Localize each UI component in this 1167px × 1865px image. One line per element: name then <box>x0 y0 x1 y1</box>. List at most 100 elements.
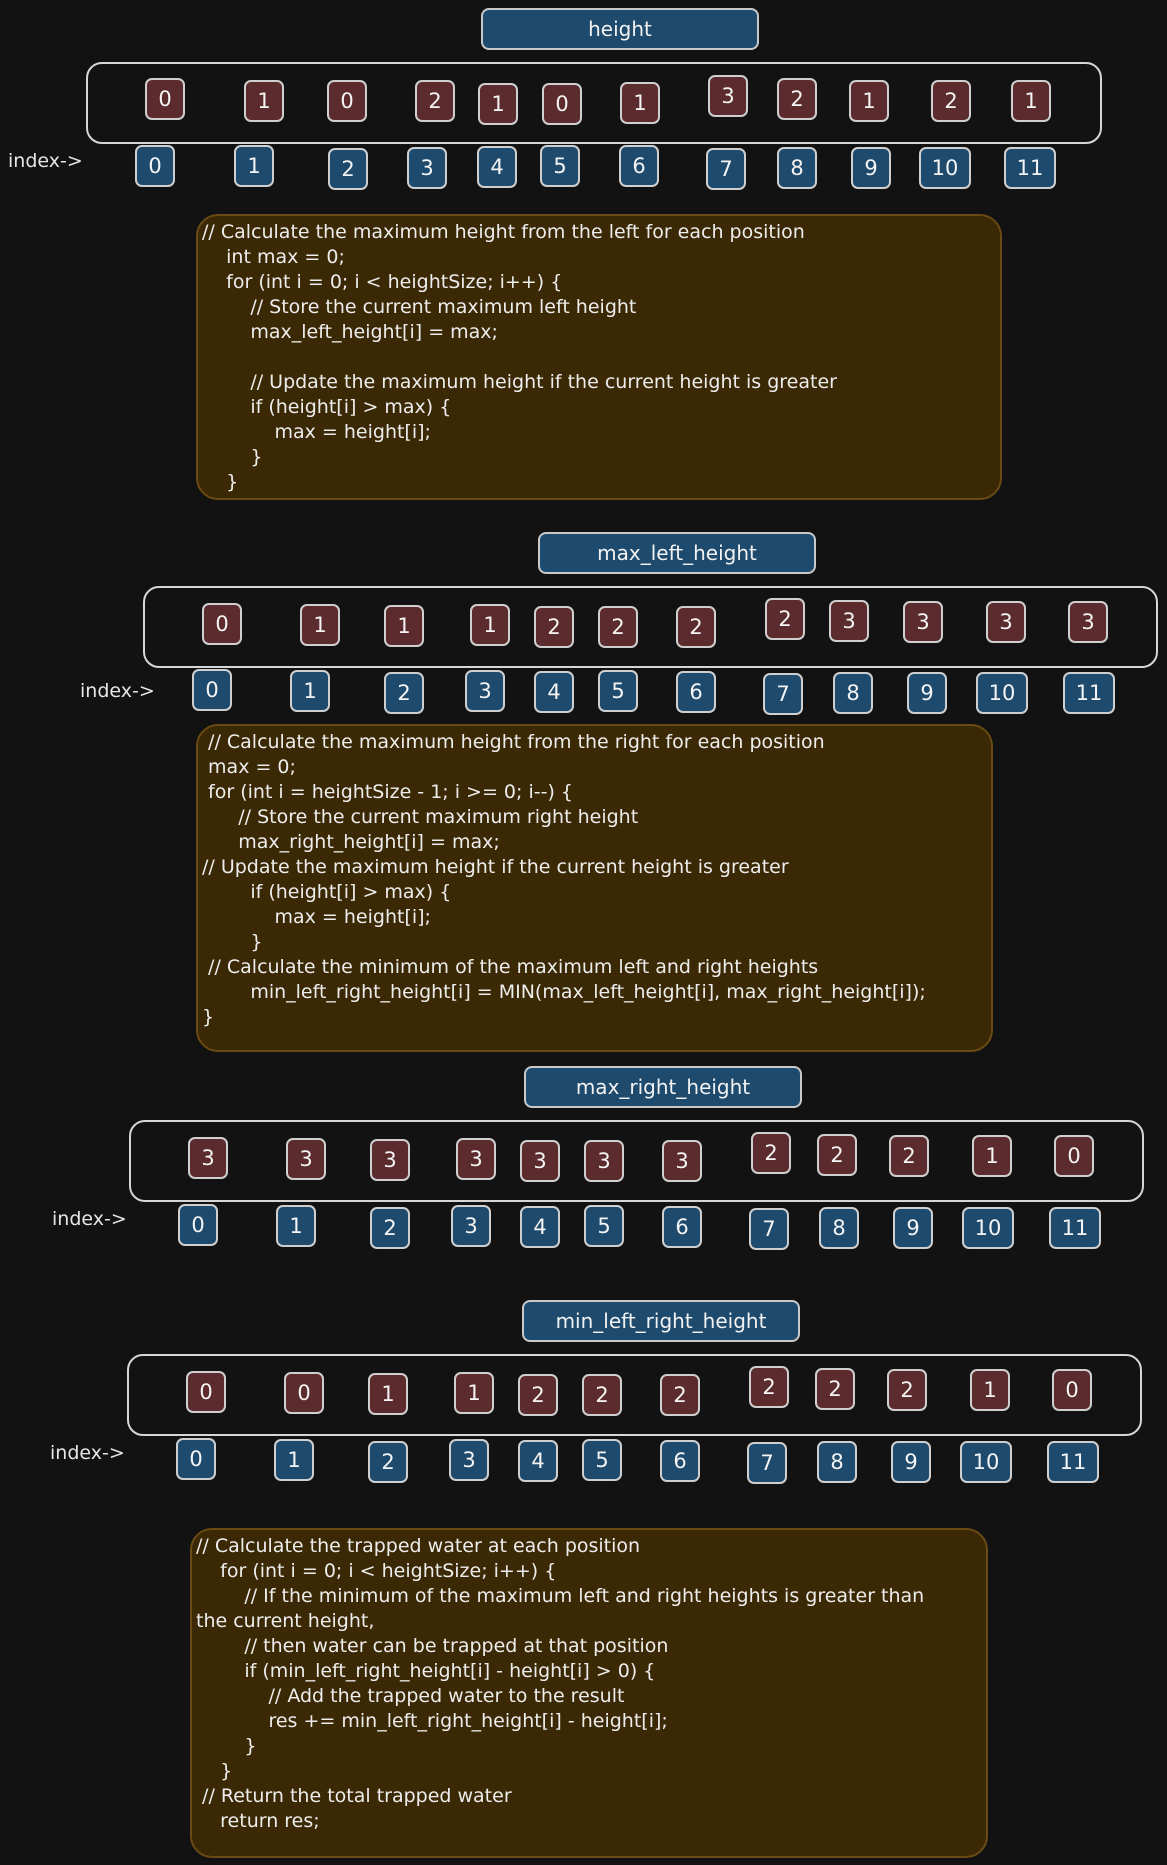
code-line: // Calculate the trapped water at each p… <box>196 1535 641 1557</box>
value-cell: 3 <box>286 1138 326 1180</box>
value-cell: 2 <box>889 1135 929 1177</box>
value-cell: 1 <box>470 604 510 646</box>
height-values-frame <box>86 62 1102 144</box>
max-left-height-values-frame <box>143 586 1158 668</box>
index-cell: 6 <box>660 1440 700 1482</box>
index-cell: 1 <box>290 670 330 712</box>
code-line: max_left_height[i] = max; <box>202 321 498 343</box>
value-cell: 1 <box>620 82 660 124</box>
index-cell: 6 <box>662 1206 702 1248</box>
index-cell: 9 <box>891 1441 931 1483</box>
index-cell: 6 <box>619 145 659 187</box>
value-cell: 1 <box>1011 80 1051 122</box>
array-title-text: height <box>588 17 652 41</box>
code-line: max = 0; <box>202 756 296 778</box>
code-line: min_left_right_height[i] = MIN(max_left_… <box>202 981 926 1003</box>
value-cell: 3 <box>708 75 748 117</box>
index-cell: 9 <box>907 672 947 714</box>
min-left-right-height-values-frame <box>127 1354 1142 1436</box>
index-cell: 1 <box>276 1205 316 1247</box>
code-line: if (height[i] > max) { <box>202 881 452 903</box>
value-cell: 1 <box>384 605 424 647</box>
array-title-text: max_left_height <box>597 541 757 565</box>
value-cell: 2 <box>751 1132 791 1174</box>
code-line: res += min_left_right_height[i] - height… <box>196 1710 668 1732</box>
code-line: return res; <box>196 1810 320 1832</box>
value-cell: 2 <box>765 598 805 640</box>
value-cell: 2 <box>415 80 455 122</box>
index-cell: 10 <box>962 1207 1014 1249</box>
code-line: // Store the current maximum left height <box>202 296 637 318</box>
index-cell: 11 <box>1004 147 1056 189</box>
index-cell: 5 <box>598 670 638 712</box>
array-title-text: min_left_right_height <box>555 1309 767 1333</box>
index-cell: 7 <box>763 673 803 715</box>
value-cell: 0 <box>202 603 242 645</box>
code-line: max = height[i]; <box>202 906 431 928</box>
value-cell: 3 <box>829 600 869 642</box>
value-cell: 0 <box>327 80 367 122</box>
index-cell: 8 <box>819 1207 859 1249</box>
index-cell: 8 <box>817 1441 857 1483</box>
code-line: if (height[i] > max) { <box>202 396 452 418</box>
index-cell: 8 <box>777 147 817 189</box>
code-line: the current height, <box>196 1610 375 1632</box>
code-line: } <box>202 471 239 493</box>
index-cell: 10 <box>976 672 1028 714</box>
value-cell: 2 <box>534 606 574 648</box>
index-cell: 4 <box>518 1440 558 1482</box>
index-cell: 3 <box>407 147 447 189</box>
index-cell: 11 <box>1047 1441 1099 1483</box>
code-line: } <box>196 1760 233 1782</box>
height-title: height <box>481 8 759 50</box>
code-line: for (int i = 0; i < heightSize; i++) { <box>202 271 563 293</box>
min-left-right-height-title: min_left_right_height <box>522 1300 800 1342</box>
code-line: // Return the total trapped water <box>196 1785 512 1807</box>
code-line: for (int i = heightSize - 1; i >= 0; i--… <box>202 781 573 803</box>
code-block-max-right: // Calculate the maximum height from the… <box>196 724 993 1052</box>
index-cell: 11 <box>1049 1207 1101 1249</box>
index-cell: 9 <box>851 147 891 189</box>
value-cell: 1 <box>478 83 518 125</box>
array-title-text: max_right_height <box>575 1075 751 1099</box>
value-cell: 2 <box>815 1368 855 1410</box>
code-line: // Update the maximum height if the curr… <box>202 371 837 393</box>
index-cell: 7 <box>706 148 746 190</box>
max-left-height-title: max_left_height <box>538 532 816 574</box>
value-cell: 3 <box>584 1140 624 1182</box>
value-cell: 2 <box>676 606 716 648</box>
value-cell: 0 <box>284 1372 324 1414</box>
index-cell: 2 <box>370 1207 410 1249</box>
index-cell: 1 <box>234 145 274 187</box>
code-line: if (min_left_right_height[i] - height[i]… <box>196 1660 656 1682</box>
index-cell: 11 <box>1063 672 1115 714</box>
value-cell: 3 <box>1068 601 1108 643</box>
code-line: // Calculate the maximum height from the… <box>202 221 805 243</box>
index-cell: 1 <box>274 1439 314 1481</box>
value-cell: 1 <box>849 80 889 122</box>
index-cell: 0 <box>192 669 232 711</box>
value-cell: 2 <box>518 1374 558 1416</box>
index-cell: 3 <box>451 1205 491 1247</box>
code-line: max_right_height[i] = max; <box>202 831 500 853</box>
code-line: // Add the trapped water to the result <box>196 1685 625 1707</box>
index-cell: 2 <box>384 672 424 714</box>
index-cell: 0 <box>178 1204 218 1246</box>
index-cell: 5 <box>540 145 580 187</box>
value-cell: 2 <box>817 1134 857 1176</box>
value-cell: 1 <box>454 1372 494 1414</box>
index-cell: 7 <box>749 1208 789 1250</box>
index-cell: 4 <box>477 146 517 188</box>
value-cell: 3 <box>456 1138 496 1180</box>
value-cell: 2 <box>582 1374 622 1416</box>
value-cell: 0 <box>542 83 582 125</box>
code-block-trapped-water: // Calculate the trapped water at each p… <box>190 1528 988 1858</box>
code-line: } <box>202 931 263 953</box>
index-cell: 3 <box>465 670 505 712</box>
value-cell: 2 <box>598 606 638 648</box>
index-cell: 10 <box>960 1441 1012 1483</box>
value-cell: 3 <box>986 601 1026 643</box>
index-cell: 3 <box>449 1439 489 1481</box>
index-cell: 9 <box>893 1207 933 1249</box>
